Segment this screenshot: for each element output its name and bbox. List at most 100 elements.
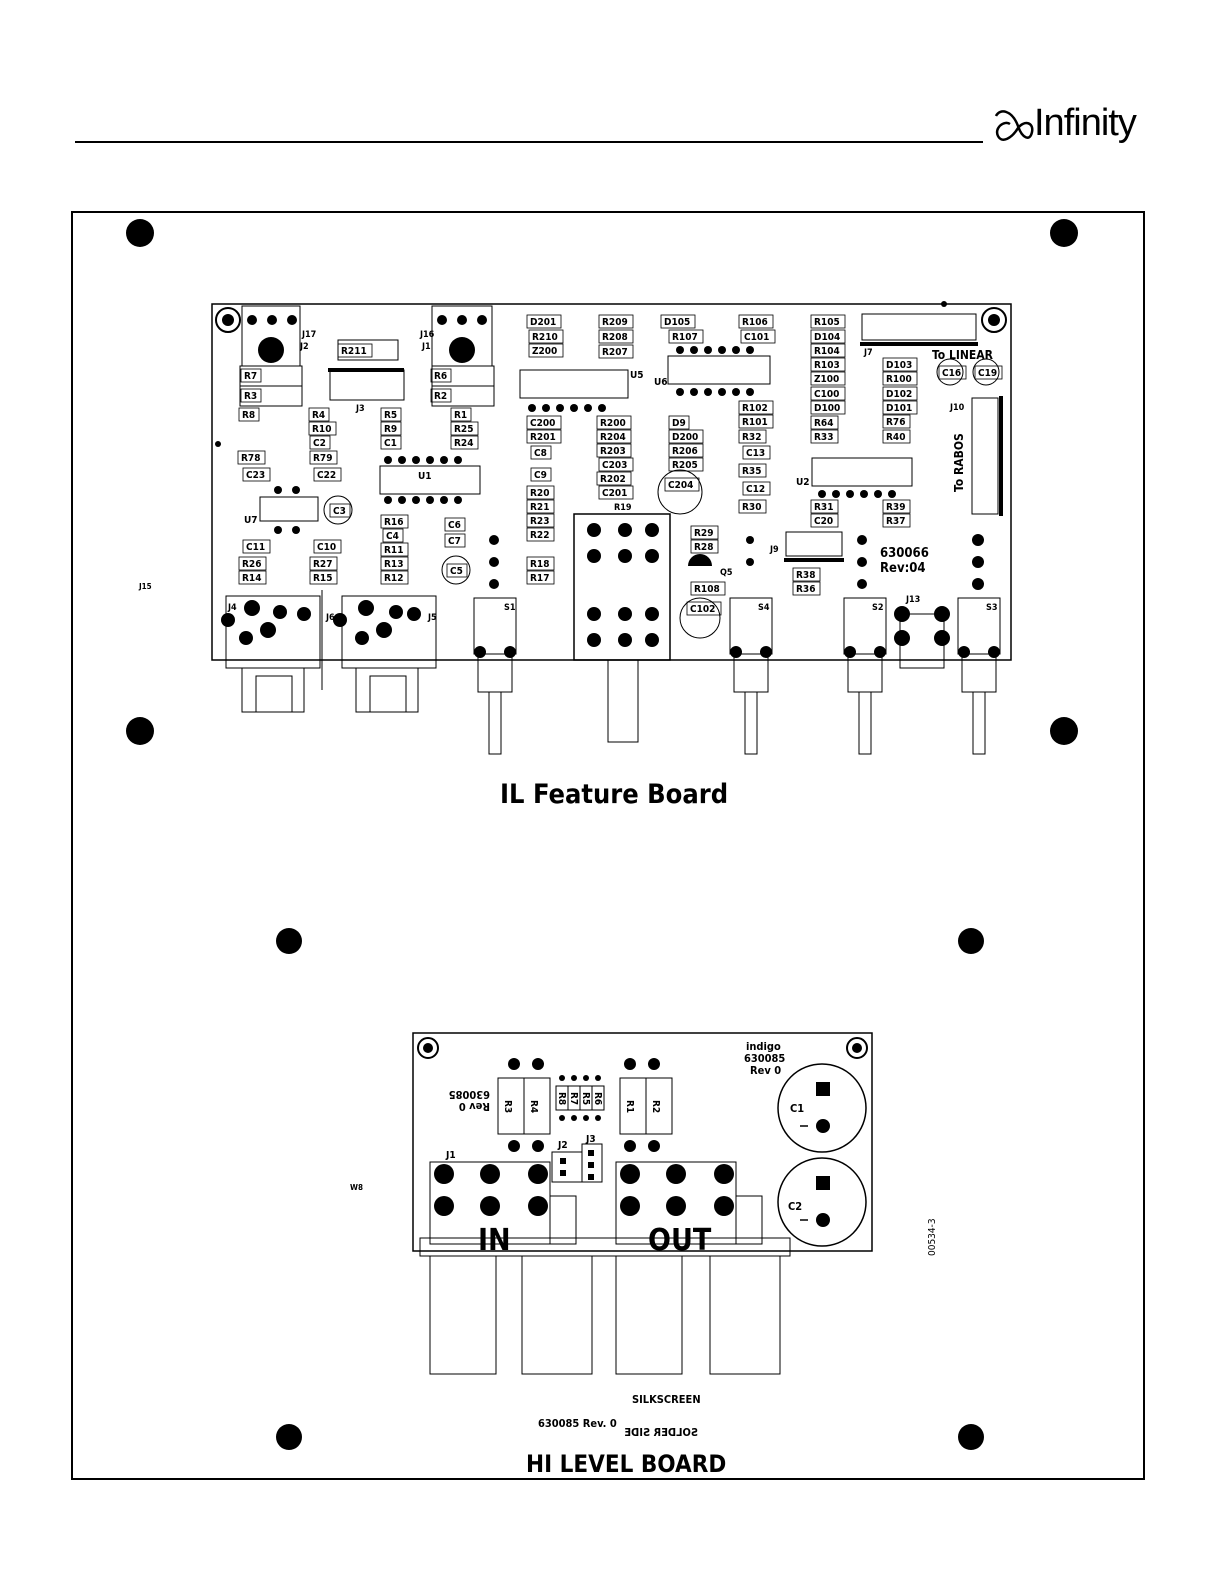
component-outline (810, 386, 846, 401)
ref-designator-c9: C9 (534, 470, 547, 481)
component-outline (380, 514, 409, 529)
hi-level-board-labels: indigo 630085 Rev 0 630085 Rev 0 IN OUT … (350, 1040, 938, 1478)
feature-side-marker: J15 (138, 582, 152, 591)
hi-level-board-outline (412, 1032, 873, 1252)
ref-designator-j10: J10 (949, 403, 965, 413)
cap-c3 (323, 495, 353, 525)
linear-label: To LINEAR (932, 348, 994, 362)
component-outline (308, 407, 330, 422)
ref-designator-r205: R205 (672, 460, 698, 471)
component-outline (598, 329, 634, 344)
ref-designator-j2: J2 (557, 1140, 568, 1151)
component-outline (810, 429, 839, 444)
ref-designator-r28: R28 (694, 542, 713, 553)
component-outline (526, 485, 555, 500)
component-outline (596, 429, 632, 444)
switch-s4 (729, 597, 773, 755)
mounting-hole (276, 928, 302, 954)
board-mount-hole (846, 1037, 868, 1059)
in-label: IN (478, 1223, 511, 1258)
ref-designator-r64: R64 (814, 418, 833, 429)
ref-designator-r211: R211 (341, 346, 367, 357)
ref-designator-r36: R36 (796, 584, 815, 595)
ref-designator-r20: R20 (530, 488, 549, 499)
ref-designator-z100: Z100 (814, 374, 839, 385)
ref-designator-d102: D102 (886, 389, 912, 400)
component-outline (380, 435, 402, 450)
ref-designator-u6: U6 (654, 377, 668, 388)
ref-designator-d200: D200 (672, 432, 698, 443)
component-outline (528, 329, 564, 344)
cap-c102 (679, 597, 721, 639)
ref-designator-s2: S2 (872, 603, 883, 613)
frame-mounting-holes (126, 219, 1078, 1450)
component-outline (446, 563, 468, 578)
component-outline (526, 556, 555, 571)
ref-designator-r105: R105 (814, 317, 840, 328)
ref-designator-c203: C203 (602, 460, 627, 471)
infinity-logo (988, 102, 1158, 152)
component-outline (380, 570, 409, 585)
component-outline (313, 539, 342, 554)
ref-designator-r8: R8 (242, 410, 255, 421)
silkscreen-label: SILKSCREEN (632, 1393, 701, 1406)
ref-designator-r31: R31 (814, 502, 833, 513)
component-outline (598, 344, 634, 359)
component-outline (882, 429, 911, 444)
component-outline (664, 477, 700, 492)
mounting-hole (126, 717, 154, 745)
ref-designator-c23: C23 (246, 470, 265, 481)
component-outline (309, 450, 338, 465)
jack-flange (419, 1237, 791, 1257)
ref-designator-r202: R202 (600, 474, 626, 485)
infinity-swirl-icon (994, 110, 1034, 141)
component-outline (882, 513, 911, 528)
ref-designator-j1: J1 (445, 1150, 456, 1161)
ic-u2 (811, 457, 913, 487)
feature-part-number: 630066 (880, 546, 929, 561)
ref-designator-c22: C22 (317, 470, 336, 481)
ref-designator-d101: D101 (886, 403, 912, 414)
component-outline (598, 485, 634, 500)
component-outline (882, 499, 911, 514)
component-outline (530, 445, 552, 460)
ref-designator-c1: C1 (790, 1102, 804, 1115)
ref-designator-r206: R206 (672, 446, 698, 457)
hi-revision-caption: 630085 Rev. 0 (538, 1417, 617, 1430)
ref-designator-c12: C12 (746, 484, 765, 495)
component-outline (238, 570, 267, 585)
ref-designator-c200: C200 (530, 418, 555, 429)
ref-designator-c16: C16 (942, 368, 961, 379)
ref-designator-r78: R78 (241, 453, 260, 464)
ref-designator-r9: R9 (384, 424, 397, 435)
ref-designator-c20: C20 (814, 516, 833, 527)
hi-revision: Rev 0 (750, 1064, 781, 1077)
ref-designator-r3: R3 (244, 391, 257, 402)
component-outline (882, 371, 918, 386)
cap-c2 (777, 1157, 867, 1247)
component-outline (740, 329, 776, 344)
ic-u5 (519, 369, 629, 399)
component-outline (668, 443, 704, 458)
ref-designator-j5: J5 (427, 613, 437, 623)
ref-designator-c6: C6 (448, 520, 461, 531)
ref-designator-r38: R38 (796, 570, 815, 581)
ref-designator-s1: S1 (504, 603, 516, 613)
ref-designator-c4: C4 (386, 531, 399, 542)
ic-u7 (259, 496, 319, 522)
feature-revision: Rev:04 (880, 561, 926, 576)
ref-designator-r19: R19 (614, 503, 632, 513)
component-outline (380, 556, 409, 571)
component-outline (882, 400, 918, 415)
component-outline (882, 357, 918, 372)
component-outline (430, 388, 452, 403)
ref-designator-r16: R16 (384, 517, 403, 528)
ref-designator-c11: C11 (246, 542, 265, 553)
component-outline (810, 415, 839, 430)
hi-mirror-revision: Rev 0 (459, 1100, 490, 1113)
ref-designator-r32: R32 (742, 432, 761, 443)
ref-designator-r25: R25 (454, 424, 473, 435)
component-outline (810, 357, 846, 372)
